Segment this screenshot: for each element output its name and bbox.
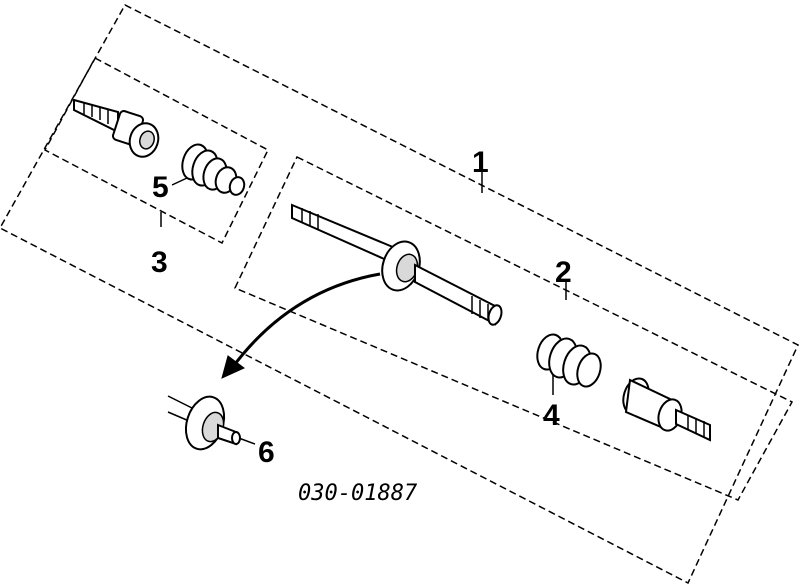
callout-1: 1	[472, 146, 489, 179]
callout-3: 3	[151, 246, 168, 279]
leader-line-5	[171, 177, 188, 186]
drive-shaft	[291, 203, 503, 326]
callout-2: 2	[555, 256, 572, 289]
callout-6: 6	[258, 436, 275, 469]
part-number: 030-01887	[298, 481, 418, 506]
subassembly-frame-2	[233, 155, 794, 501]
callout-5: 5	[152, 171, 169, 204]
inner-cv-joint	[622, 377, 711, 442]
outer-boot	[181, 143, 246, 196]
outer-cv-joint	[73, 98, 160, 158]
inner-boot	[536, 333, 602, 388]
dynamic-damper	[167, 395, 241, 451]
detail-arrow	[221, 272, 381, 379]
callout-4: 4	[543, 399, 560, 432]
assembly-frame-1	[0, 4, 799, 585]
subassembly-frame-3	[43, 56, 269, 245]
